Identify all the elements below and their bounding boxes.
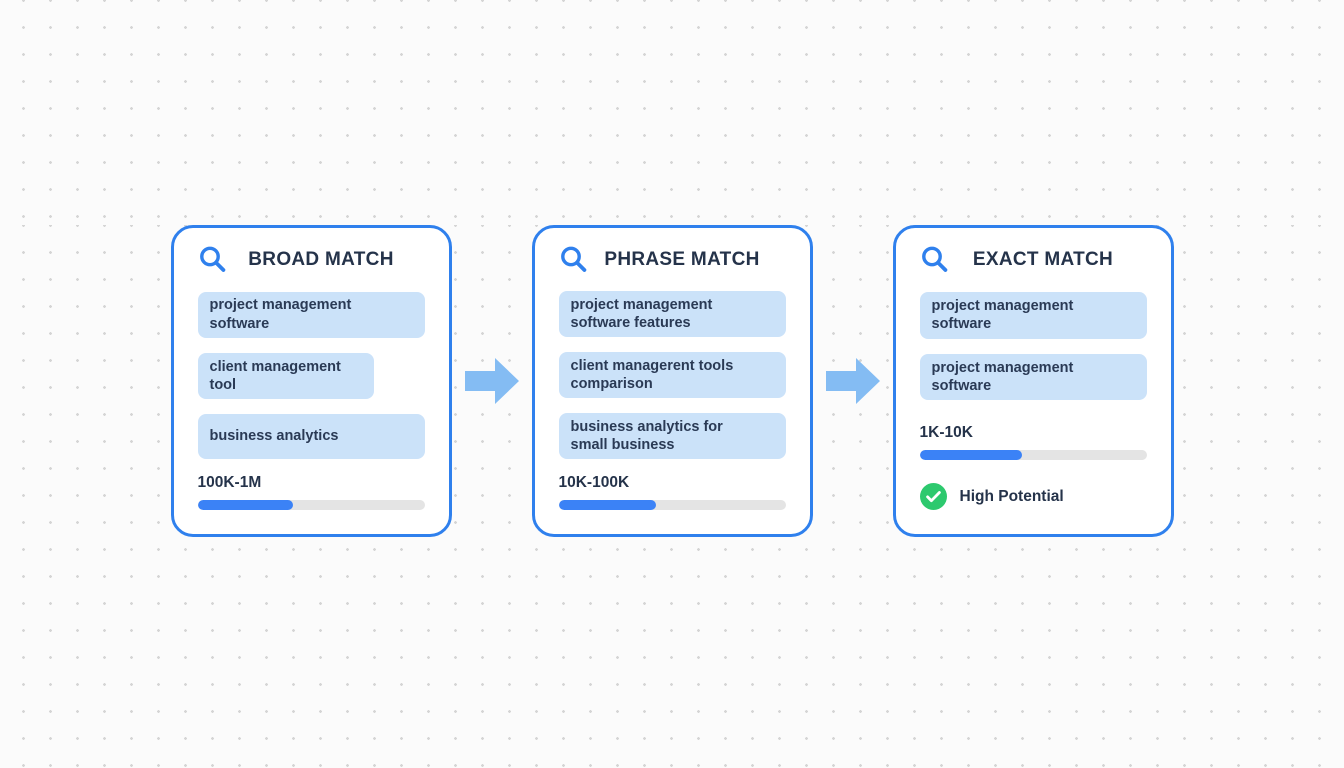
keyword-match-flow: BROAD MATCH project management software … [0,225,1344,537]
progress-track [919,450,1147,461]
keyword-tag: client managerent tools comparison [558,352,786,399]
high-potential-badge: High Potential [919,483,1147,510]
progress-track [197,500,425,510]
progress-fill [919,450,1022,461]
keyword-tag: business analytics for small business [558,413,786,459]
volume-range-label: 1K-10K [919,424,973,442]
progress-fill [558,500,657,510]
keyword-tag: business analytics [197,414,425,459]
card-exact-match: EXACT MATCH project management software … [892,225,1174,537]
card-title: BROAD MATCH [248,248,394,270]
card-title: EXACT MATCH [972,249,1114,270]
check-icon [919,483,947,510]
search-volume: 10K-100K [558,474,786,510]
progress-fill [197,500,293,510]
card-header: PHRASE MATCH [559,242,786,277]
search-volume: 100K-1M [197,474,425,510]
keyword-tag: client management tool [197,352,374,399]
card-header: BROAD MATCH [198,242,425,278]
connector [813,225,893,537]
search-icon [198,245,227,274]
keyword-tag: project management software [919,292,1147,339]
card-header: EXACT MATCH [920,242,1147,278]
connector [452,225,532,537]
keyword-tag: project management software [197,291,425,338]
search-icon [559,245,588,274]
card-title: PHRASE MATCH [604,248,760,270]
badge-label: High Potential [959,487,1064,505]
progress-track [558,500,786,510]
volume-range-label: 100K-1M [197,474,262,491]
search-icon [920,245,949,274]
arrow-right-icon [464,358,519,404]
arrow-right-icon [825,358,880,404]
card-broad-match: BROAD MATCH project management software … [170,225,452,537]
keyword-tag: project management software features [558,291,786,338]
search-volume: 1K-10K [919,424,1147,461]
volume-range-label: 10K-100K [558,474,630,491]
keyword-tag: project management software [919,353,1147,401]
card-phrase-match: PHRASE MATCH project management software… [531,225,813,537]
